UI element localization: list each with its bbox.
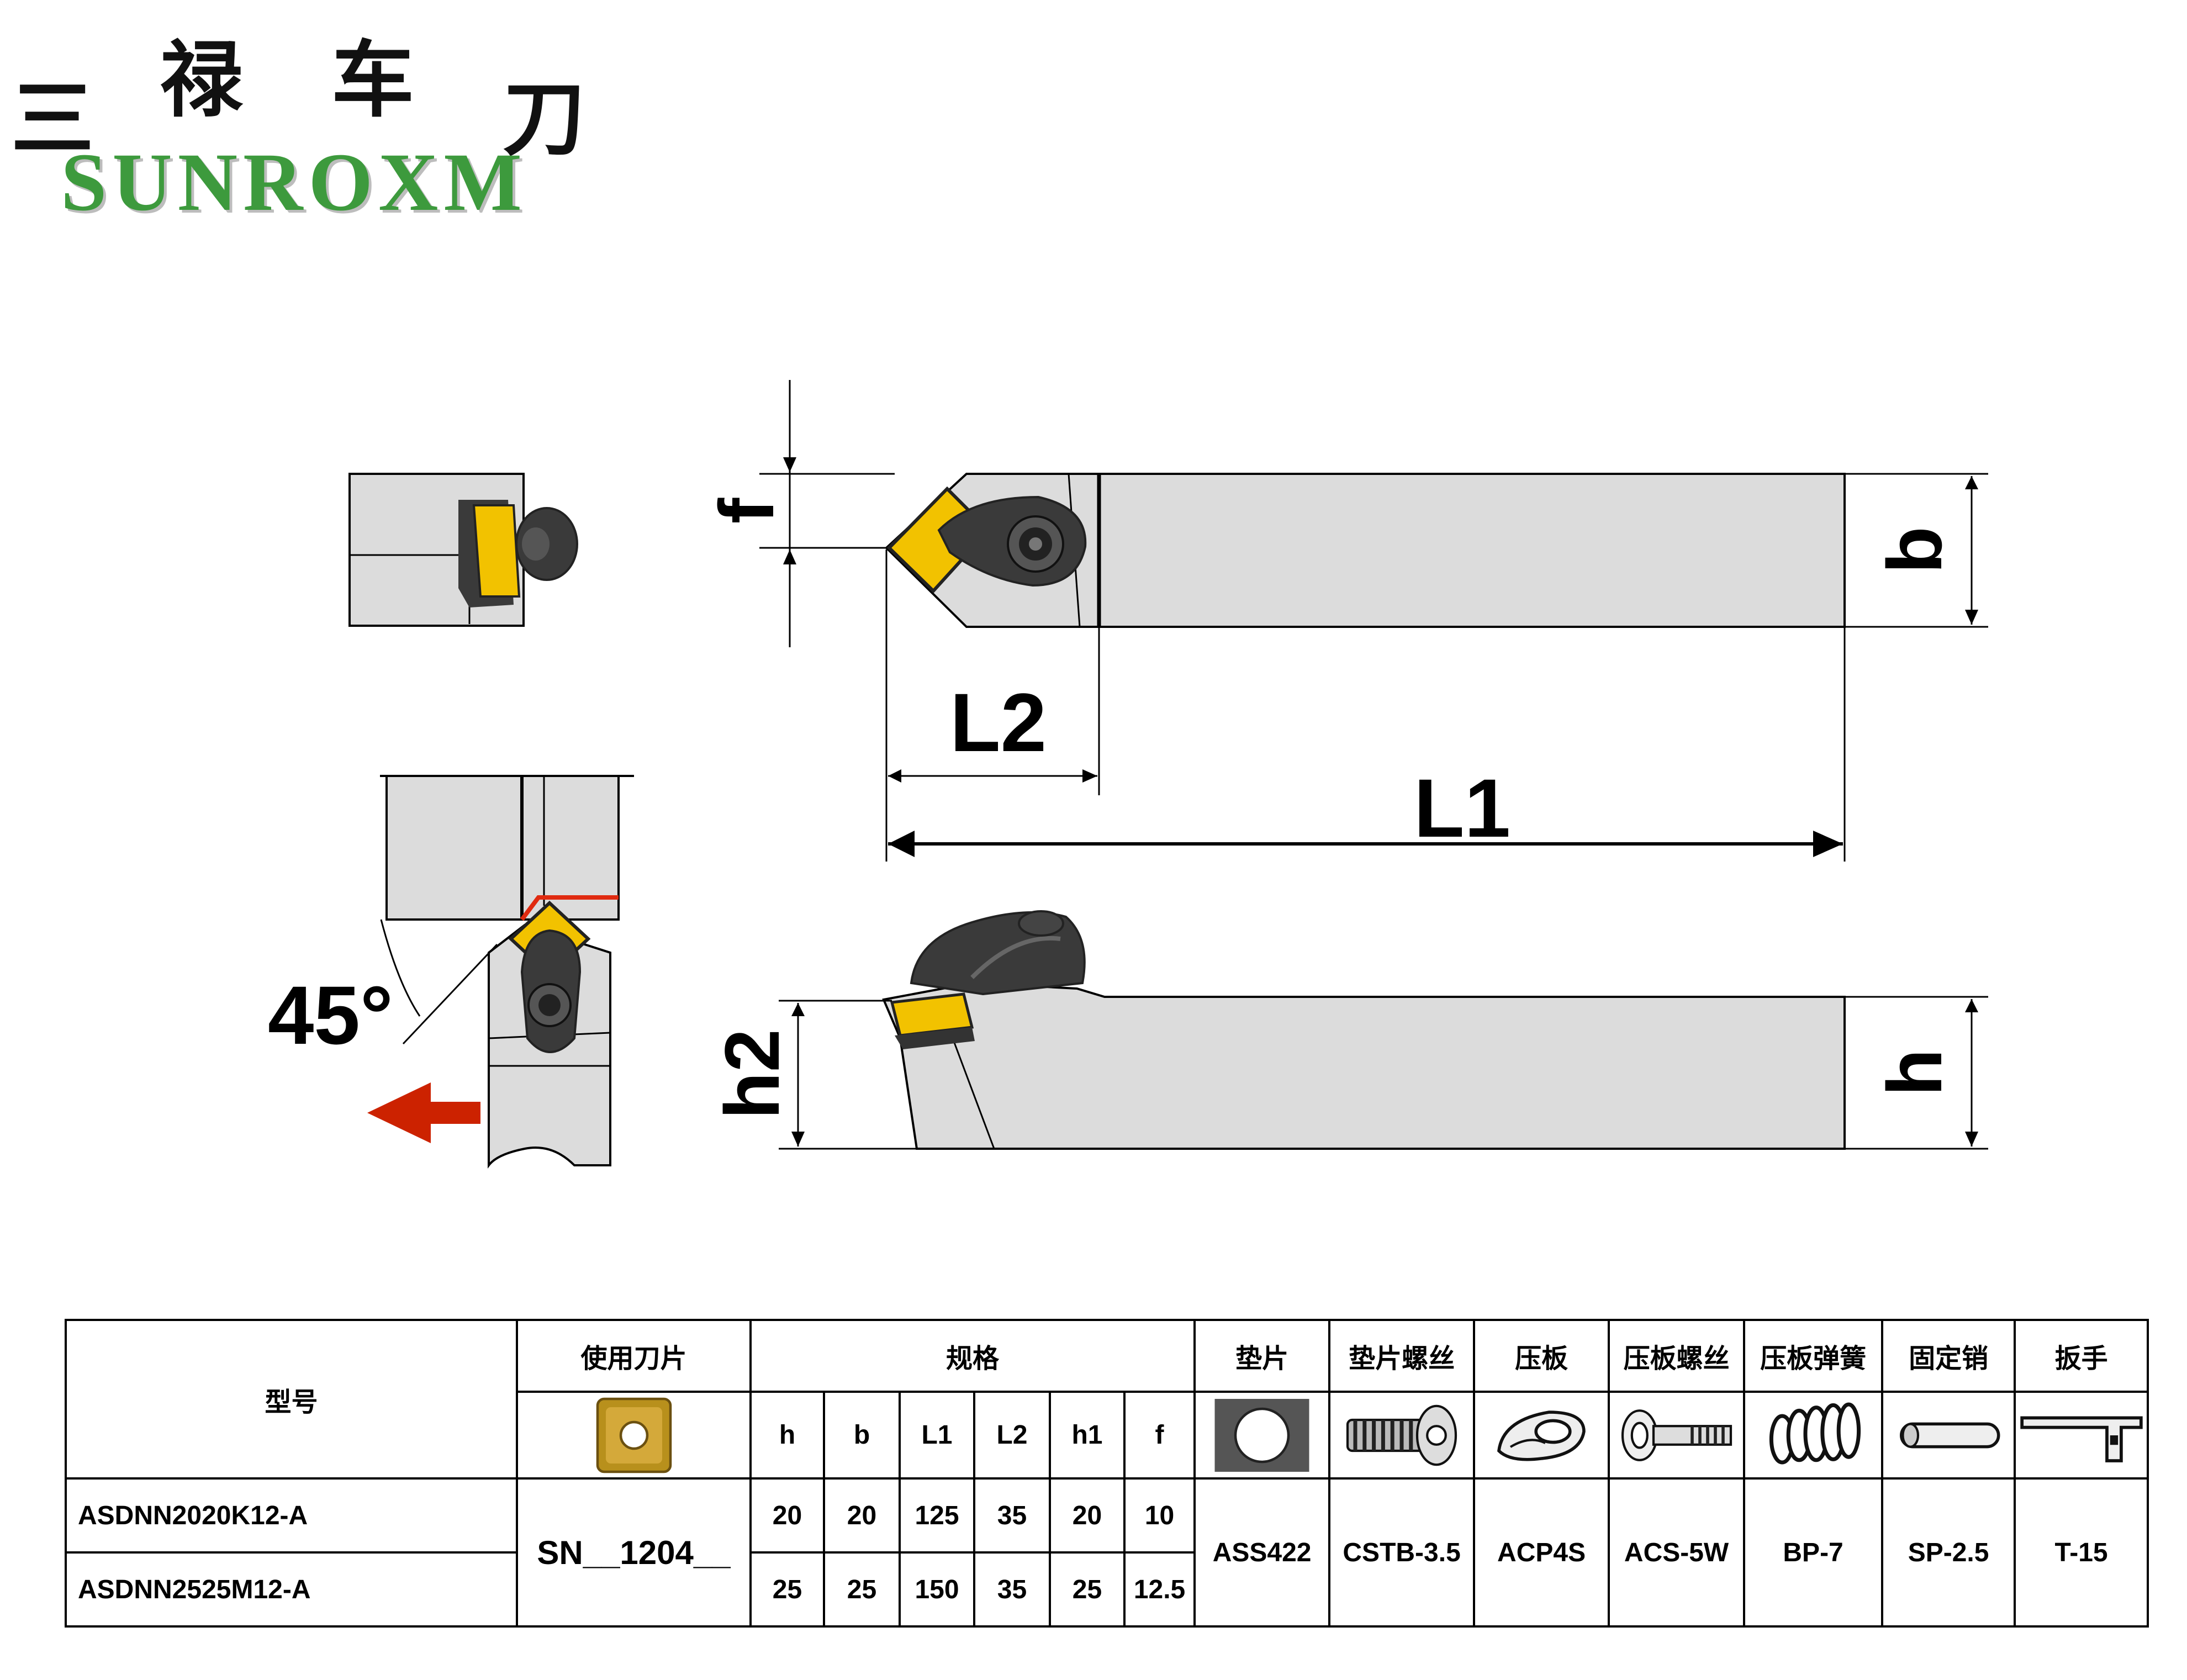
logo-char-3: 车 xyxy=(331,31,415,129)
header-shim: 垫片 xyxy=(1193,1319,1331,1393)
dim-label-angle: 45° xyxy=(268,969,393,1061)
end-view xyxy=(348,473,578,627)
row2-L1: 150 xyxy=(899,1551,975,1628)
spec-col-f: f xyxy=(1123,1391,1196,1480)
feed-direction-arrow xyxy=(367,1082,480,1143)
row2-L2: 35 xyxy=(973,1551,1051,1628)
row2-b: 25 xyxy=(823,1551,901,1628)
spec-col-h: h xyxy=(749,1391,825,1480)
part-wrench: T-15 xyxy=(2014,1477,2149,1628)
side-view: h2 h xyxy=(709,910,1988,1150)
wrench-icon xyxy=(2020,1416,2143,1462)
table-row-model: ASDNN2525M12-A xyxy=(65,1551,518,1628)
dim-label-L2: L2 xyxy=(950,676,1047,769)
header-spec: 规格 xyxy=(749,1319,1196,1393)
part-pin: SP-2.5 xyxy=(1881,1477,2016,1628)
clamp-screw-image xyxy=(1608,1391,1746,1480)
logo-english: SUNROXM xyxy=(61,136,527,228)
row1-b: 20 xyxy=(823,1477,901,1554)
dim-label-h2: h2 xyxy=(709,1029,795,1119)
row1-f: 10 xyxy=(1123,1477,1196,1554)
part-shim: ASS422 xyxy=(1193,1477,1331,1628)
square-insert-icon xyxy=(596,1397,672,1473)
logo-char-4: 刀 xyxy=(503,70,586,167)
part-shim-screw: CSTB-3.5 xyxy=(1328,1477,1476,1628)
dim-label-b: b xyxy=(1871,526,1958,574)
shim-image xyxy=(1193,1391,1331,1480)
row2-h: 25 xyxy=(749,1551,825,1628)
header-clamp: 压板 xyxy=(1473,1319,1610,1393)
pin-image xyxy=(1881,1391,2016,1480)
dim-label-f: f xyxy=(703,498,790,524)
part-clamp-spring: BP-7 xyxy=(1743,1477,1884,1628)
spec-col-L1: L1 xyxy=(899,1391,975,1480)
tool-holder-diagram: f b L2 L1 45° xyxy=(268,380,1988,1169)
part-clamp-screw: ACS-5W xyxy=(1608,1477,1746,1628)
row1-h: 20 xyxy=(749,1477,825,1554)
spec-col-L2: L2 xyxy=(973,1391,1051,1480)
screw-icon-2 xyxy=(1621,1409,1732,1461)
row1-L1: 125 xyxy=(899,1477,975,1554)
clamp-icon xyxy=(1497,1410,1586,1461)
header-wrench: 扳手 xyxy=(2014,1319,2149,1393)
header-shim-screw: 垫片螺丝 xyxy=(1328,1319,1476,1393)
spec-col-b: b xyxy=(823,1391,901,1480)
row2-h1: 25 xyxy=(1049,1551,1126,1628)
part-clamp: ACP4S xyxy=(1473,1477,1610,1628)
screw-icon xyxy=(1346,1404,1457,1466)
row1-h1: 20 xyxy=(1049,1477,1126,1554)
wrench-image xyxy=(2014,1391,2149,1480)
row1-L2: 35 xyxy=(973,1477,1051,1554)
insert-code: SN__1204__ xyxy=(516,1477,752,1628)
top-view: f b L2 L1 xyxy=(703,380,1988,862)
table-row-model: ASDNN2020K12-A xyxy=(65,1477,518,1554)
clamp-spring-image xyxy=(1743,1391,1884,1480)
insert-image xyxy=(516,1391,752,1480)
logo-char-1: 三 xyxy=(11,70,94,167)
dim-label-h: h xyxy=(1871,1049,1958,1096)
clamp-image xyxy=(1473,1391,1610,1480)
header-clamp-spring: 压板弹簧 xyxy=(1743,1319,1884,1393)
spring-icon xyxy=(1769,1402,1861,1464)
header-model: 型号 xyxy=(65,1319,518,1480)
header-clamp-screw: 压板螺丝 xyxy=(1608,1319,1746,1393)
shim-icon xyxy=(1214,1398,1309,1472)
shim-screw-image xyxy=(1328,1391,1476,1480)
row2-f: 12.5 xyxy=(1123,1551,1196,1628)
dim-label-L1: L1 xyxy=(1414,762,1510,854)
header-pin: 固定销 xyxy=(1881,1319,2016,1393)
logo-char-2: 禄 xyxy=(160,31,244,129)
pin-icon xyxy=(1900,1422,2000,1448)
spec-col-h1: h1 xyxy=(1049,1391,1126,1480)
header-insert: 使用刀片 xyxy=(516,1319,752,1393)
spec-table: 型号 使用刀片 规格 垫片 垫片螺丝 压板 压板螺丝 压板弹簧 固定销 扳手 h… xyxy=(65,1319,2149,1628)
approach-angle-view: 45° xyxy=(268,775,643,1169)
